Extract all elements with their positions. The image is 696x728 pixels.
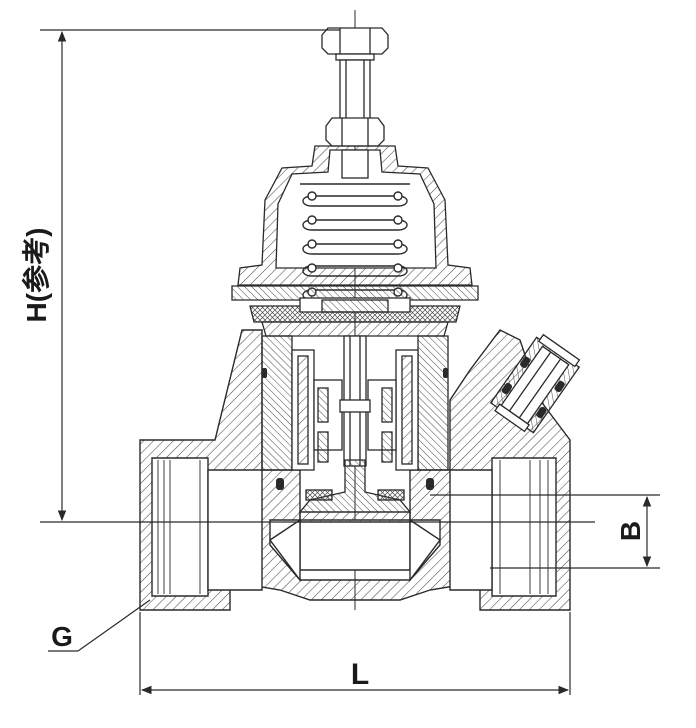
diaphragm-assembly [231, 285, 479, 337]
o-rings [262, 368, 448, 490]
dimension-h [40, 29, 595, 523]
dimension-l [139, 612, 571, 695]
dimension-label-thread: G [51, 621, 73, 652]
dimension-b [430, 494, 660, 569]
dimension-label-height: H(参考) [20, 228, 52, 323]
outlet-thread-lines [499, 460, 549, 594]
bonnet-cap [237, 145, 473, 286]
dimension-label-offset: B [615, 521, 646, 541]
valve-body [139, 329, 571, 611]
side-port-plug [489, 333, 581, 434]
thread-leader [48, 599, 151, 652]
valve-cartridge [261, 335, 449, 471]
valve-disc [298, 459, 412, 523]
adjusting-bolt [321, 27, 389, 123]
valve-stem [339, 335, 371, 467]
inlet-thread-lines [157, 460, 201, 594]
dimension-label-length: L [351, 658, 369, 691]
lock-nut [325, 117, 385, 147]
